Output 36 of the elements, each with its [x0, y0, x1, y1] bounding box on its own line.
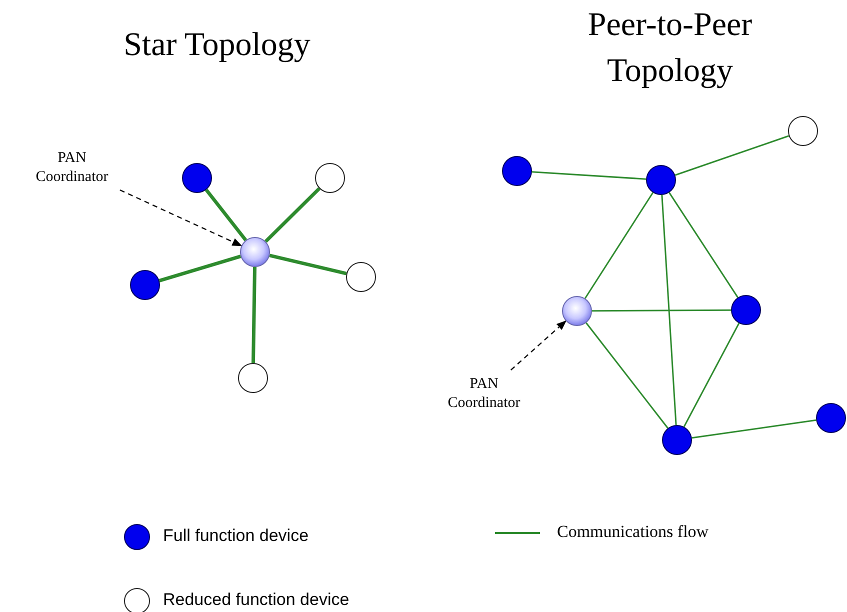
legend-text: Full function device — [163, 526, 309, 546]
full-function-node — [502, 156, 532, 186]
connection-line — [674, 135, 790, 176]
leader-arrow — [510, 320, 567, 370]
leader-arrow — [120, 189, 242, 246]
connection-line — [532, 171, 646, 180]
connection-line — [692, 419, 816, 439]
connection-line — [683, 322, 740, 428]
heading: Star Topology — [122, 26, 312, 65]
legend-text: Reduced function device — [163, 590, 350, 610]
connection-line — [584, 192, 654, 299]
full-function-node — [130, 270, 160, 300]
full-function-node — [731, 295, 761, 325]
reduced-function-node — [238, 363, 268, 393]
heading: Peer-to-Peer Topology — [586, 6, 754, 91]
full-function-node — [662, 425, 692, 455]
connection-line — [668, 192, 738, 298]
connection-line — [252, 266, 256, 364]
connection-line — [264, 187, 321, 243]
full-function-node — [182, 163, 212, 193]
reduced-function-node — [315, 163, 345, 193]
reduced-function-node — [788, 116, 818, 146]
legend-text: Communications flow — [557, 522, 709, 542]
connection-line — [592, 309, 731, 312]
full-function-node — [646, 165, 676, 195]
coordinator-node — [562, 296, 592, 326]
connection-line — [204, 188, 248, 242]
full-function-node — [816, 403, 846, 433]
connection-line — [661, 194, 677, 426]
node-label: PAN Coordinator — [432, 370, 536, 418]
node-label: PAN Coordinator — [22, 146, 122, 190]
coordinator-node — [240, 237, 270, 267]
connection-line — [586, 322, 668, 429]
connection-line — [158, 254, 242, 282]
connection-line — [269, 254, 347, 276]
reduced-function-node — [346, 262, 376, 292]
